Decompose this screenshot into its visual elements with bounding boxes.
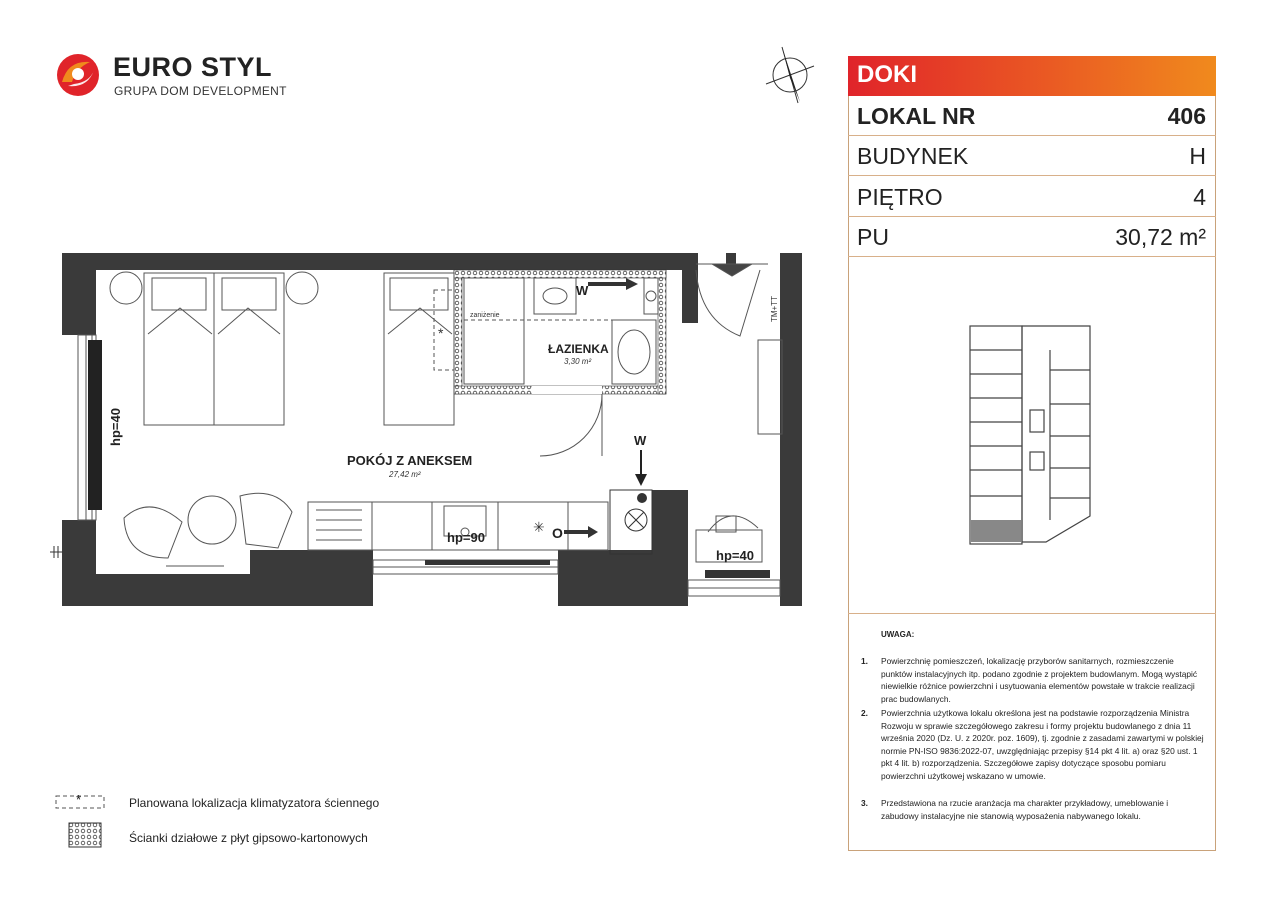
bathroom-area: 3,30 m² (564, 357, 591, 366)
info-row-building: BUDYNEK H (848, 136, 1216, 176)
gypsum-wall-legend-text: Ścianki działowe z płyt gipsowo-kartonow… (129, 831, 368, 845)
w-bath-label: W (576, 283, 589, 298)
info-row-unit: LOKAL NR 406 (848, 96, 1216, 136)
main-room-area: 27,42 m² (388, 470, 421, 479)
bathroom-fixtures (463, 277, 659, 457)
tm-tt-label: TM+TT (770, 296, 779, 322)
ac-unit-symbol: * (438, 325, 444, 341)
note-3: 3. Przedstawiona na rzucie aranżacja ma … (861, 797, 1206, 837)
w-kitchen-arrow-icon (635, 474, 647, 486)
info-row-floor: PIĘTRO 4 (848, 177, 1216, 217)
lowered-ceiling-label: zaniżenie (470, 312, 500, 319)
area-label: PU (857, 224, 889, 250)
investment-header: DOKI (848, 56, 1216, 96)
brand-name: EURO STYL (113, 52, 273, 82)
key-plan-highlight (971, 520, 1021, 542)
notes-title: UWAGA: (881, 630, 915, 639)
building-value: H (1189, 143, 1206, 169)
hp-kitchen-label: hp=90 (447, 530, 485, 545)
svg-text:O: O (552, 525, 563, 541)
w-kitchen-label: W (634, 433, 647, 448)
kitchen-counter (307, 501, 609, 551)
bathroom-name: ŁAZIENKA (548, 342, 609, 356)
dining-set (123, 492, 293, 567)
brand-subtitle: GRUPA DOM DEVELOPMENT (114, 84, 287, 98)
radiator-left (88, 340, 102, 510)
info-row-area: PU 30,72 m² (848, 217, 1216, 257)
ac-legend-icon (55, 795, 105, 809)
svg-text:✳: ✳ (533, 519, 545, 535)
walls (62, 253, 802, 606)
note-1-text: Powierzchnię pomieszczeń, lokalizację pr… (881, 656, 1198, 704)
unit-value: 406 (1167, 103, 1206, 129)
floor-plan: zaniżenie W ŁAZIENKA 3,30 m² * POKÓJ Z A… (50, 253, 802, 606)
hp-left-label: hp=40 (108, 408, 123, 446)
key-plan-diagram (969, 325, 1091, 545)
note-2-text: Powierzchnia użytkowa lokalu określona j… (881, 708, 1204, 781)
key-plan-box (848, 257, 1216, 614)
ac-outlet-icon (50, 546, 62, 558)
investment-name: DOKI (857, 61, 917, 88)
note-3-text: Przedstawiona na rzucie aranżacja ma cha… (881, 798, 1169, 821)
entry-door (695, 263, 783, 563)
brand-logo-icon (57, 54, 99, 96)
installation-shaft (609, 489, 653, 555)
building-label: BUDYNEK (857, 143, 969, 169)
ac-legend-text: Planowana lokalizacja klimatyzatora ście… (129, 796, 380, 810)
hp-right-label: hp=40 (716, 548, 754, 563)
radiator-kitchen (425, 560, 550, 565)
note-2: 2. Powierzchnia użytkowa lokalu określon… (861, 707, 1206, 797)
unit-label: LOKAL NR (857, 103, 976, 129)
north-arrow-icon (765, 46, 815, 104)
gypsum-wall-legend-icon (68, 822, 102, 848)
area-value: 30,72 m² (1115, 224, 1206, 250)
radiator-right (705, 570, 770, 578)
floor-label: PIĘTRO (857, 184, 943, 210)
beds (109, 271, 455, 426)
w-bath-arrow-icon (588, 278, 638, 290)
floor-value: 4 (1193, 184, 1206, 210)
main-room-name: POKÓJ Z ANEKSEM (347, 453, 472, 468)
note-1: 1. Powierzchnię pomieszczeń, lokalizację… (861, 655, 1206, 707)
ac-legend-symbol: * (76, 792, 82, 807)
vent-arrow-icon (564, 526, 598, 538)
